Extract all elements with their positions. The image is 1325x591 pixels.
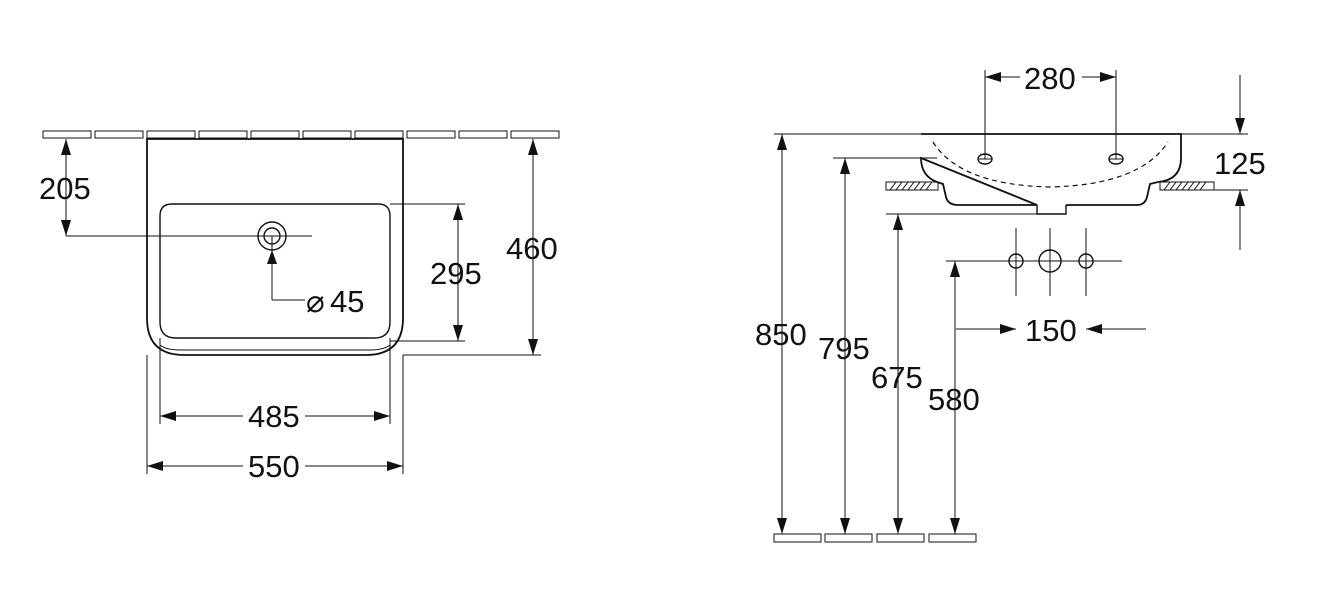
dim-125-label: 125 bbox=[1214, 146, 1266, 181]
dimension-280 bbox=[984, 70, 1117, 159]
basin-outer-outline bbox=[146, 138, 404, 356]
basin-side-outline bbox=[920, 133, 1182, 206]
dimension-125 bbox=[1181, 75, 1248, 250]
wall-strip bbox=[42, 130, 560, 139]
counter-hatch-left bbox=[885, 181, 939, 191]
basin-bowl-outline bbox=[159, 203, 391, 339]
dimension-460 bbox=[403, 139, 541, 356]
dimension-675 bbox=[886, 213, 1037, 534]
diameter-symbol: ⌀ bbox=[306, 284, 325, 319]
dim-295-label: 295 bbox=[430, 256, 482, 291]
dim-485-label: 485 bbox=[248, 399, 300, 434]
dim-675-label: 675 bbox=[871, 360, 923, 395]
dimension-205 bbox=[61, 139, 71, 236]
dim-205-label: 205 bbox=[39, 171, 91, 206]
dim-150-label: 150 bbox=[1025, 313, 1077, 348]
dim-45-label: 45 bbox=[330, 284, 364, 319]
floor-strip bbox=[773, 533, 977, 543]
bowl-hidden-line bbox=[932, 141, 1169, 188]
dimension-795 bbox=[833, 157, 937, 534]
top-view: 205 460 295 ⌀ 45 485 bbox=[39, 130, 560, 484]
dim-550-label: 550 bbox=[248, 449, 300, 484]
connection-points bbox=[946, 228, 1122, 296]
dim-795-label: 795 bbox=[818, 331, 870, 366]
water-connection-right bbox=[1078, 253, 1094, 269]
dim-280-label: 280 bbox=[1024, 61, 1076, 96]
dimension-850 bbox=[774, 133, 921, 534]
dim-460-label: 460 bbox=[506, 231, 558, 266]
drain-outline bbox=[1036, 205, 1067, 215]
water-connection-left bbox=[1008, 253, 1024, 269]
tap-hole bbox=[66, 221, 312, 301]
side-view: 280 125 150 bbox=[755, 61, 1266, 543]
dimension-550 bbox=[146, 355, 404, 474]
dimension-295 bbox=[390, 203, 465, 342]
counter-hatch-right bbox=[1159, 181, 1215, 191]
dimension-580 bbox=[950, 261, 960, 534]
dimension-150 bbox=[956, 324, 1146, 334]
dim-580-label: 580 bbox=[928, 382, 980, 417]
dimension-485 bbox=[159, 338, 391, 424]
waste-connection bbox=[1038, 249, 1062, 273]
dim-850-label: 850 bbox=[755, 317, 807, 352]
basin-rim-line bbox=[159, 344, 391, 351]
